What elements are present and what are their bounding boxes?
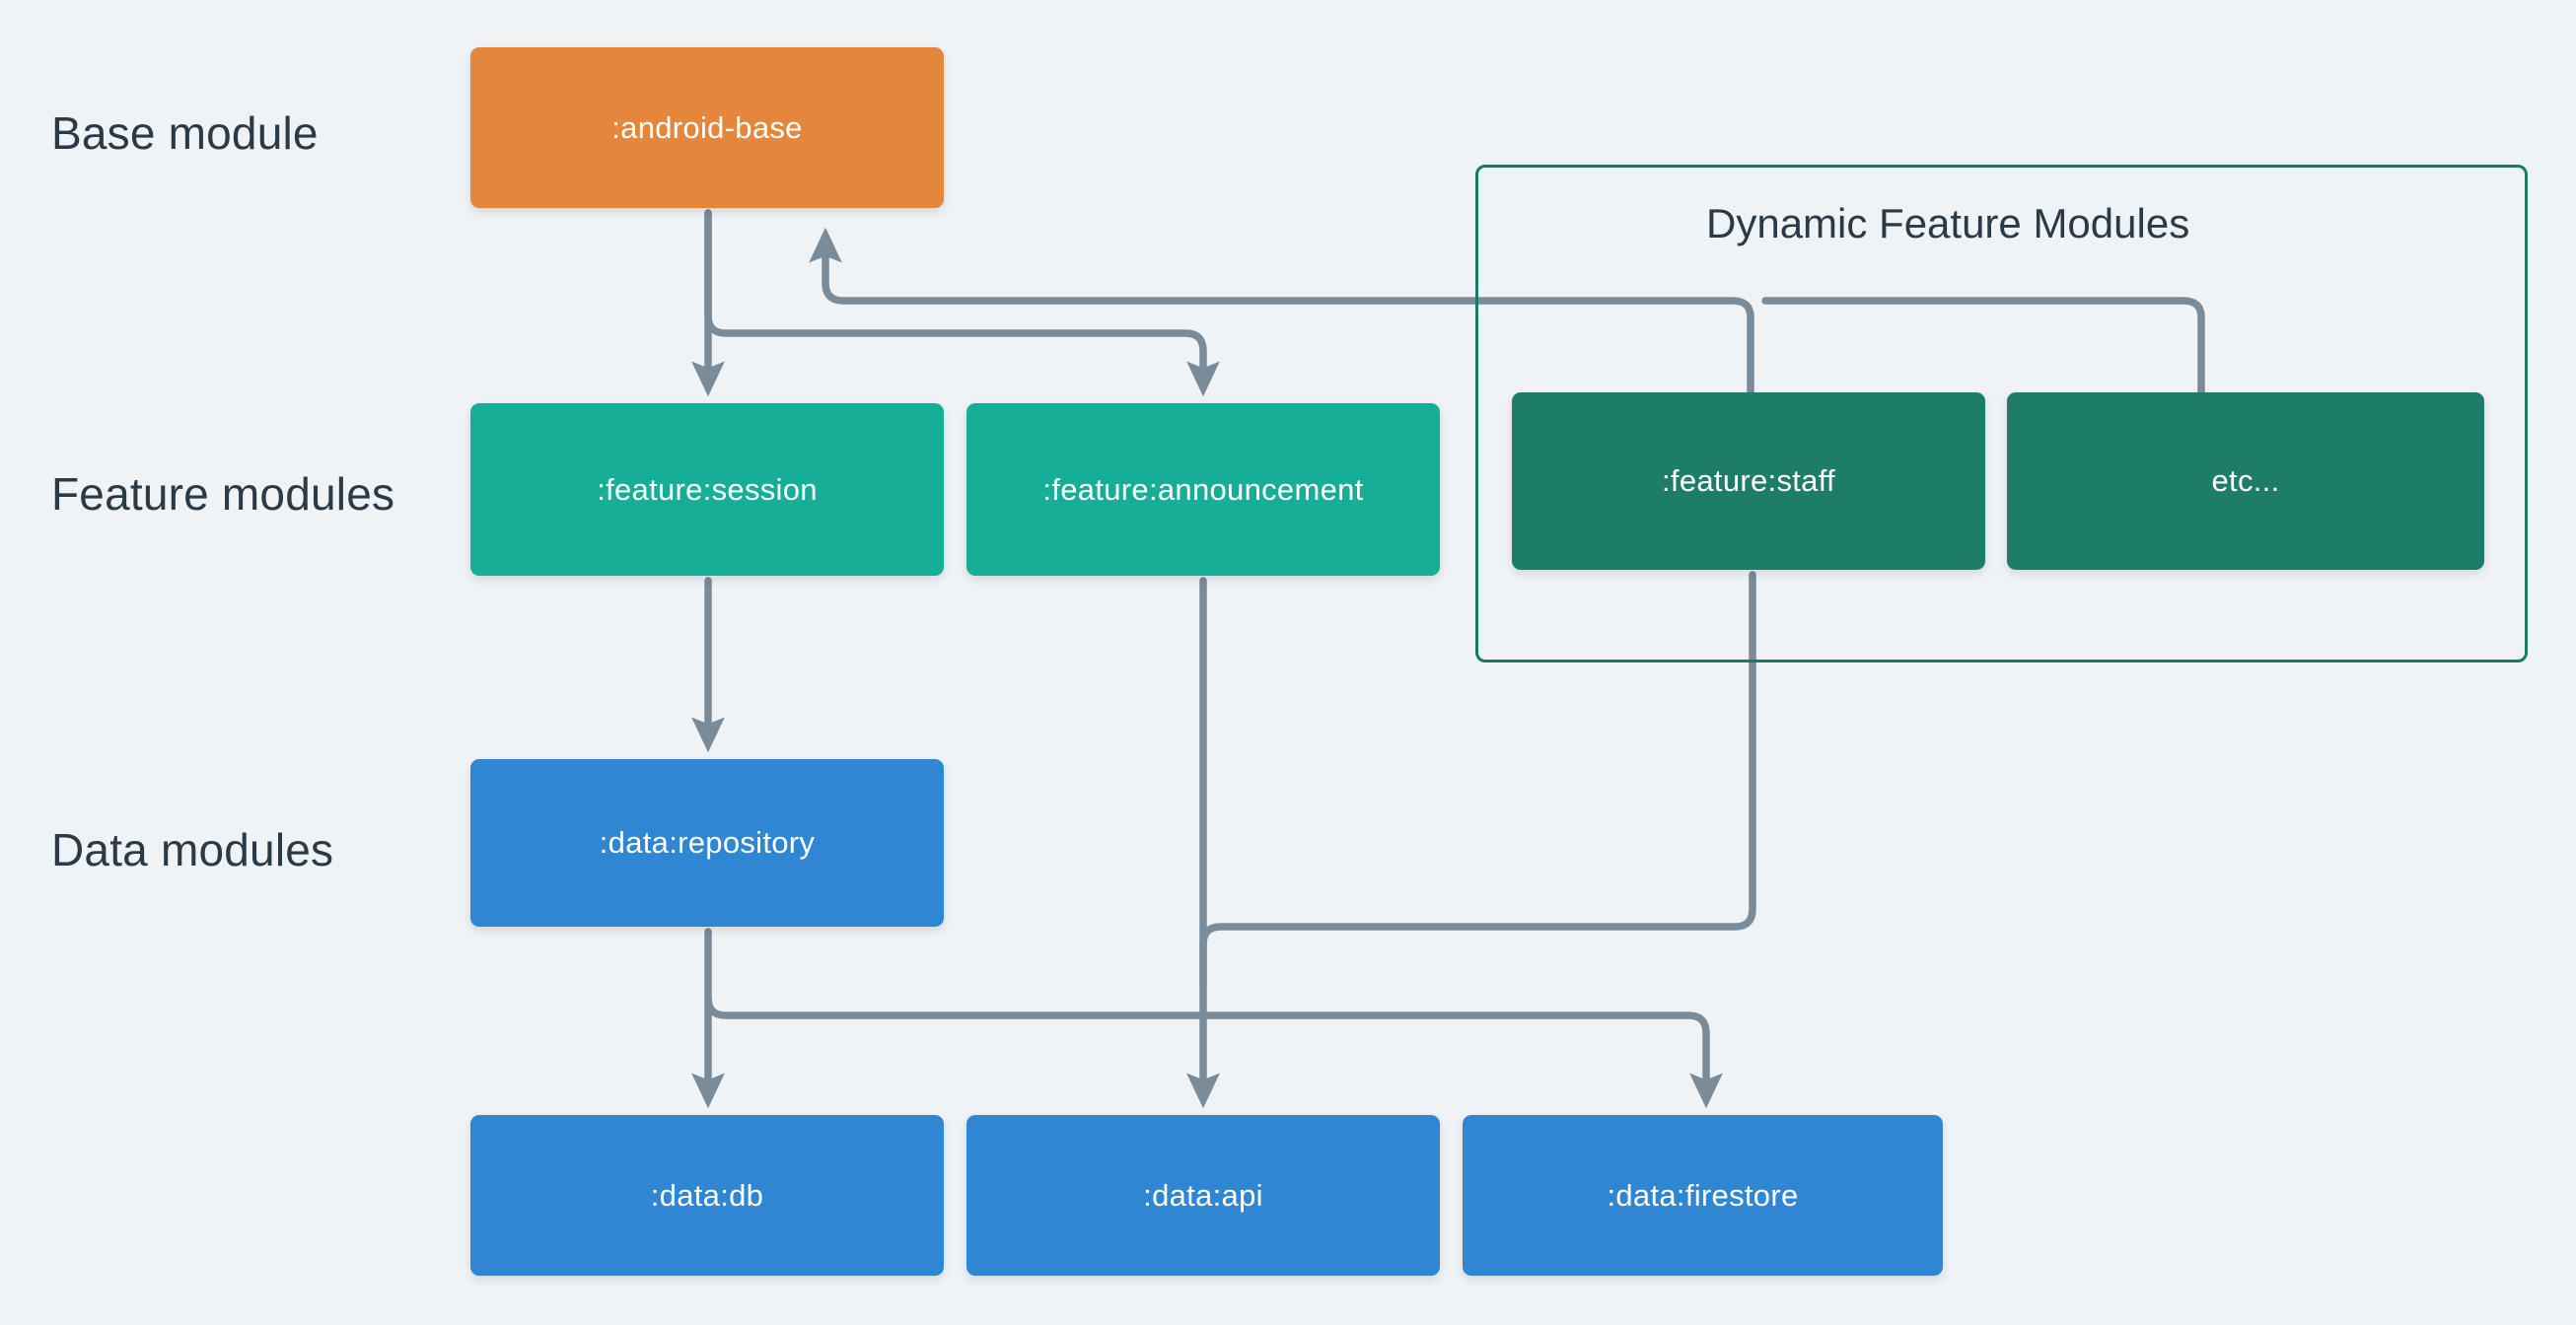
module-node-data-firestore[interactable]: :data:firestore [1463,1115,1943,1276]
module-node-data-db[interactable]: :data:db [470,1115,944,1276]
edge-base-to-announcement [704,209,1220,397]
module-node-data-repository[interactable]: :data:repository [470,759,944,927]
dynamic-feature-modules-group [1475,165,2528,662]
module-node-data-api[interactable]: :data:api [966,1115,1440,1276]
module-node-feature-staff[interactable]: :feature:staff [1512,392,1985,570]
dynamic-feature-modules-title: Dynamic Feature Modules [1706,200,2190,246]
row-label-data-modules: Data modules [51,824,334,875]
module-node-android-base[interactable]: :android-base [470,47,944,208]
row-label-feature-modules: Feature modules [51,468,395,520]
row-label-base-module: Base module [51,107,319,159]
module-node-feature-etc[interactable]: etc... [2007,392,2484,570]
module-node-feature-announcement[interactable]: :feature:announcement [966,403,1440,576]
edge-repository-to-firestore [704,994,1723,1109]
module-node-feature-session[interactable]: :feature:session [470,403,944,576]
